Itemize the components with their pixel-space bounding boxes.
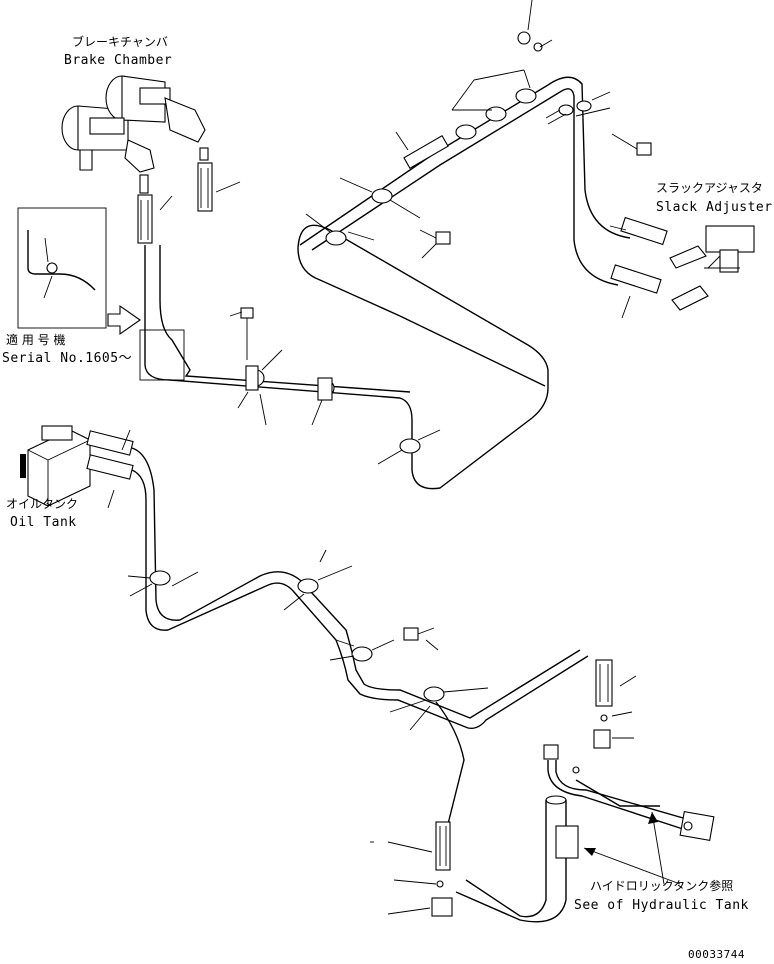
brake-chamber-label-en: Brake Chamber bbox=[64, 53, 172, 68]
slack-adjuster-hoses bbox=[609, 216, 668, 319]
lower-line-clamps bbox=[149, 570, 445, 702]
brake-chamber-label-jp: ブレーキチャンバ bbox=[72, 34, 168, 49]
serial-label-en: Serial No.1605～ bbox=[2, 351, 132, 366]
lower-leader-lines bbox=[127, 549, 489, 731]
upper-brake-line bbox=[144, 76, 631, 490]
brake-hose-right bbox=[197, 162, 241, 212]
drawing-number: 00033744 bbox=[688, 948, 745, 961]
lower-right-fittings bbox=[593, 659, 637, 749]
oil-tank bbox=[20, 425, 91, 507]
lower-left-fittings bbox=[370, 821, 453, 917]
hydraulic-tank-pipe-center bbox=[455, 795, 579, 923]
hydraulic-tank-label-en: See of Hydraulic Tank bbox=[574, 898, 749, 913]
slack-adjuster-label-jp: スラックアジャスタ bbox=[656, 181, 763, 195]
lower-return-line bbox=[131, 447, 589, 833]
upper-leader-lines bbox=[229, 0, 611, 465]
oil-tank-label-jp: オイルタンク bbox=[6, 497, 78, 511]
hydraulic-tank-pipe-right bbox=[543, 744, 715, 842]
brake-chamber-assembly bbox=[61, 75, 209, 194]
hydraulic-tank-reference-arrows bbox=[583, 811, 681, 885]
oil-tank-label-en: Oil Tank bbox=[10, 515, 77, 530]
oil-tank-hoses bbox=[86, 429, 134, 509]
serial-label-jp: 適 用 号 機 bbox=[6, 332, 65, 347]
bolts bbox=[240, 133, 652, 641]
slack-adjuster-label-en: Slack Adjuster bbox=[656, 200, 773, 215]
hydraulic-tank-label-jp: ハイドロリックタンク参照 bbox=[590, 878, 733, 893]
upper-line-clamps bbox=[245, 31, 592, 454]
slack-adjuster bbox=[669, 225, 755, 311]
brake-hose-left bbox=[137, 194, 173, 244]
